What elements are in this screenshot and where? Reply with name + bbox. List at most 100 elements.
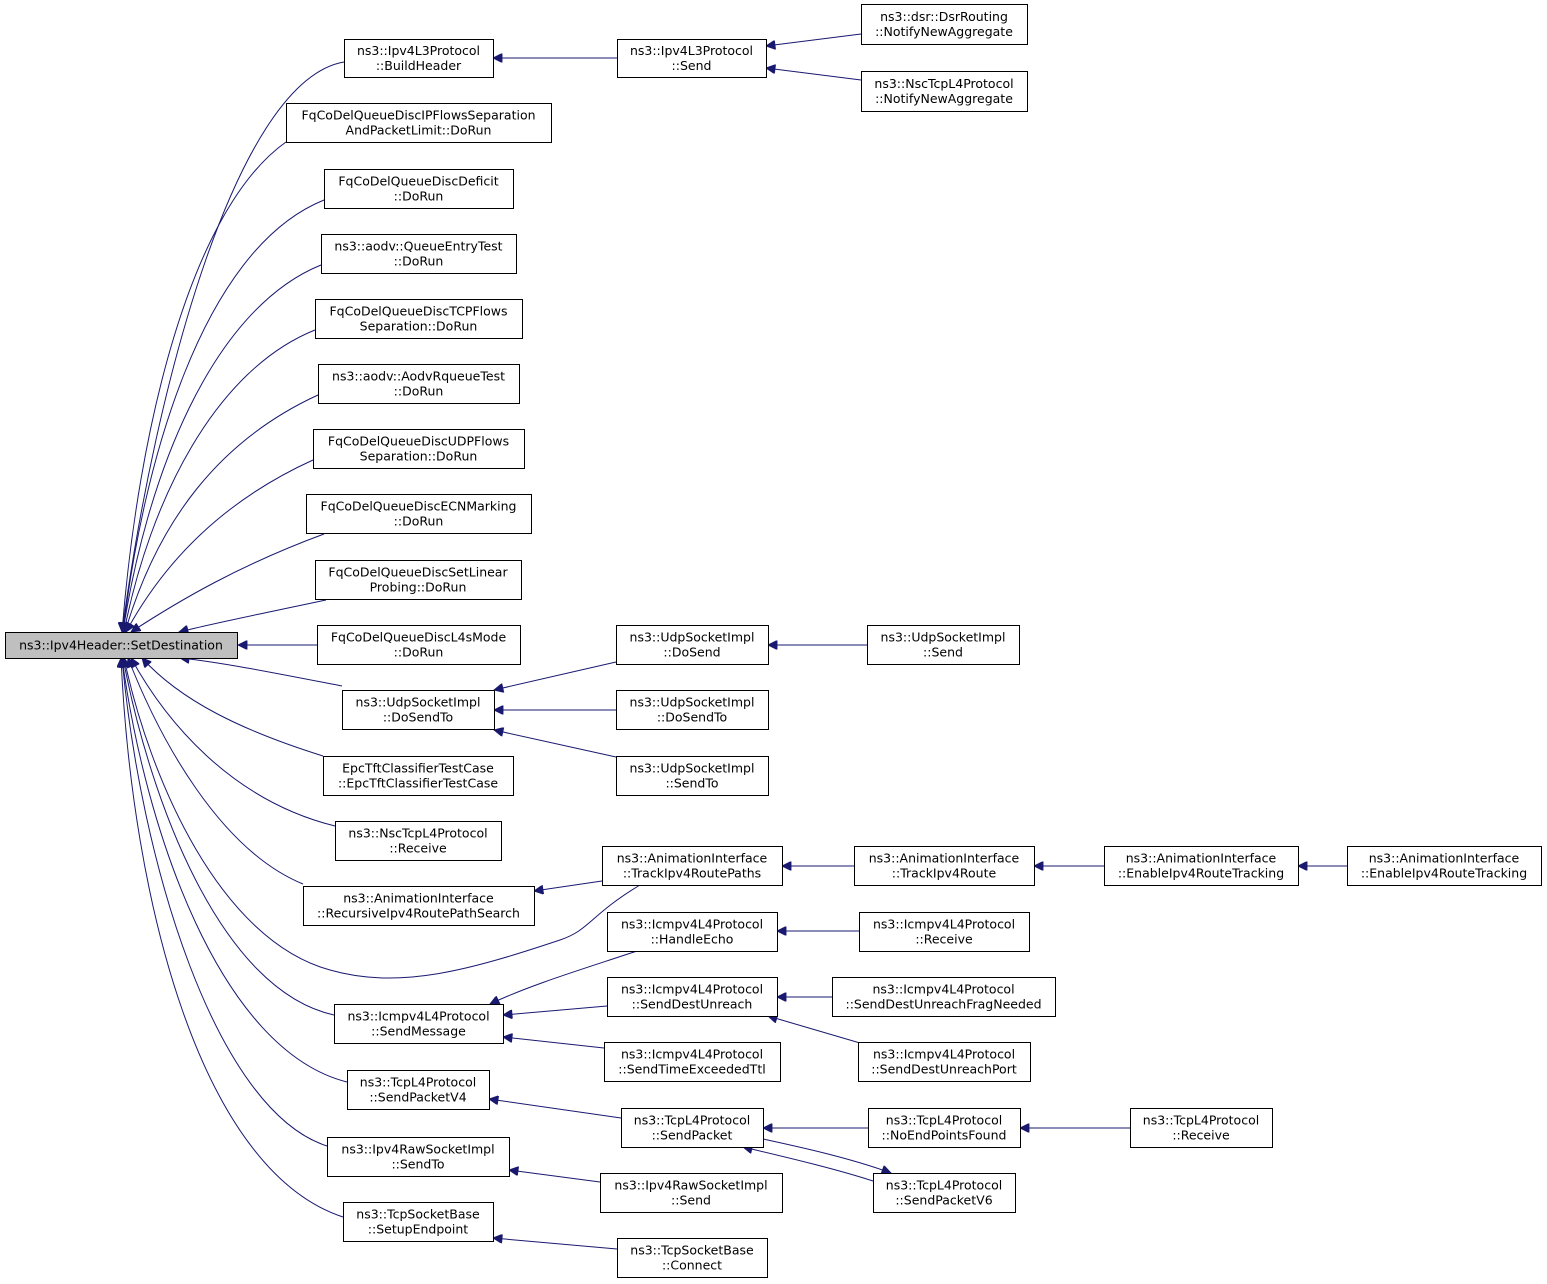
node-tcpsock-connect[interactable]: ns3::TcpSocketBase::Connect [617,1238,768,1278]
node-udp-send[interactable]: ns3::UdpSocketImpl::Send [867,625,1020,665]
node-ipv4-send[interactable]: ns3::Ipv4L3Protocol::Send [617,39,767,78]
node-anim-enable2[interactable]: ns3::AnimationInterface::EnableIpv4Route… [1347,846,1542,886]
node-label-line: ns3::TcpSocketBase [630,1243,754,1258]
node-icmp-unreachport[interactable]: ns3::Icmpv4L4Protocol::SendDestUnreachPo… [858,1042,1031,1082]
node-raw-sendto[interactable]: ns3::Ipv4RawSocketImpl::SendTo [327,1137,510,1177]
node-root[interactable]: ns3::Ipv4Header::SetDestination [5,632,238,659]
node-label-line: ::EnableIpv4RouteTracking [1361,866,1527,881]
node-aodv-queueentry[interactable]: ns3::aodv::QueueEntryTest::DoRun [321,234,517,274]
node-label-line: FqCoDelQueueDiscTCPFlows [329,304,507,319]
node-box [616,756,769,796]
edges-layer [121,33,1347,1250]
node-box [1347,846,1542,886]
node-label-line: ::SendDestUnreach [632,997,753,1012]
node-label-line: ::DoSend [663,645,720,660]
node-box [344,39,494,78]
node-label-line: ::TrackIpv4RoutePaths [623,866,761,881]
edge-udp_dosend-to-udp_dosendto [494,661,617,690]
node-tcp-noendpoints[interactable]: ns3::TcpL4Protocol::NoEndPointsFound [868,1108,1021,1148]
node-label-line: ns3::Icmpv4L4Protocol [621,982,763,997]
node-aodv-rqueue[interactable]: ns3::aodv::AodvRqueueTest::DoRun [318,364,520,404]
node-label-line: FqCoDelQueueDiscUDPFlows [328,434,509,449]
node-fq-tcpflows[interactable]: FqCoDelQueueDiscTCPFlowsSeparation::DoRu… [315,299,523,339]
node-box [621,1108,764,1148]
node-label-line: ns3::TcpL4Protocol [634,1113,750,1128]
edge-aodv_rqueue-to-root [125,394,319,632]
node-label-line: ns3::UdpSocketImpl [356,695,481,710]
node-fq-udpflows[interactable]: FqCoDelQueueDiscUDPFlowsSeparation::DoRu… [313,429,525,469]
node-label-line: ns3::aodv::AodvRqueueTest [332,369,505,384]
node-label-line: ::Send [672,58,712,73]
node-box [343,1202,494,1242]
node-anim-trackpaths[interactable]: ns3::AnimationInterface::TrackIpv4RouteP… [602,846,783,886]
node-label-line: ::DoRun [394,254,444,269]
node-label-line: ::EpcTftClassifierTestCase [338,776,498,791]
edge-udp_sendto-to-udp_dosendto [494,730,617,758]
node-label-line: ns3::Ipv4RawSocketImpl [614,1178,767,1193]
node-box [873,1173,1016,1213]
node-box [832,977,1056,1017]
node-ipv4-buildheader[interactable]: ns3::Ipv4L3Protocol::BuildHeader [344,39,494,78]
node-tcp-receive[interactable]: ns3::TcpL4Protocol::Receive [1130,1108,1273,1148]
node-label-line: ns3::TcpL4Protocol [886,1113,1002,1128]
node-box [617,1238,768,1278]
node-tcp-sendpacket[interactable]: ns3::TcpL4Protocol::SendPacket [621,1108,764,1148]
edge-icmp_timeexceeded-to-icmp_sendmessage [503,1037,605,1049]
node-label-line: ns3::Ipv4Header::SetDestination [19,638,223,653]
node-box [868,1108,1021,1148]
node-icmp-handleecho[interactable]: ns3::Icmpv4L4Protocol::HandleEcho [607,912,778,952]
edge-tcpsock_connect-to-tcpsock_setup [493,1238,618,1250]
node-box [286,103,552,143]
node-raw-send[interactable]: ns3::Ipv4RawSocketImpl::Send [600,1173,783,1213]
node-udp-dosend[interactable]: ns3::UdpSocketImpl::DoSend [616,625,769,665]
edge-tcp_sendpacketv6-to-tcp_sendpacket [743,1147,877,1183]
node-box [315,560,522,600]
node-box [315,299,523,339]
node-icmp-fragneeded[interactable]: ns3::Icmpv4L4Protocol::SendDestUnreachFr… [832,977,1056,1017]
node-icmp-destunreach[interactable]: ns3::Icmpv4L4Protocol::SendDestUnreach [607,977,778,1017]
node-udp-dosendto2[interactable]: ns3::UdpSocketImpl::DoSendTo [616,690,769,730]
node-nsc-receive[interactable]: ns3::NscTcpL4Protocol::Receive [335,821,502,861]
edge-raw_send-to-raw_sendto [509,1170,601,1183]
node-icmp-receive[interactable]: ns3::Icmpv4L4Protocol::Receive [859,912,1030,952]
node-fq-ipflows[interactable]: FqCoDelQueueDiscIPFlowsSeparationAndPack… [286,103,552,143]
node-fq-ecn[interactable]: FqCoDelQueueDiscECNMarking::DoRun [306,494,532,534]
node-label-line: ns3::Icmpv4L4Protocol [347,1009,489,1024]
node-label-line: ::SendTo [665,776,718,791]
node-tcp-sendpacketv4[interactable]: ns3::TcpL4Protocol::SendPacketV4 [347,1070,490,1110]
node-nsc-notify[interactable]: ns3::NscTcpL4Protocol::NotifyNewAggregat… [861,71,1028,112]
node-label-line: ::SendDestUnreachPort [871,1062,1017,1077]
node-label-line: ::SendTimeExceededTtl [618,1062,765,1077]
node-anim-enable1[interactable]: ns3::AnimationInterface::EnableIpv4Route… [1104,846,1299,886]
node-box [854,846,1035,886]
node-label-line: ns3::AnimationInterface [343,891,494,906]
node-label-line: ns3::NscTcpL4Protocol [874,76,1013,91]
node-label-line: FqCoDelQueueDiscL4sMode [331,630,507,645]
node-label-line: ::Send [671,1193,711,1208]
node-box [607,977,778,1017]
node-label-line: ::RecursiveIpv4RoutePathSearch [317,906,520,921]
node-icmp-timeexceeded[interactable]: ns3::Icmpv4L4Protocol::SendTimeExceededT… [604,1042,781,1082]
node-box [607,912,778,952]
node-tcp-sendpacketv6[interactable]: ns3::TcpL4Protocol::SendPacketV6 [873,1173,1016,1213]
node-udp-dosendto[interactable]: ns3::UdpSocketImpl::DoSendTo [342,690,495,730]
node-box [342,690,495,730]
node-anim-trackroute[interactable]: ns3::AnimationInterface::TrackIpv4Route [854,846,1035,886]
node-box [604,1042,781,1082]
edge-anim_trackpaths-to-anim_recursive [534,880,603,891]
node-icmp-sendmessage[interactable]: ns3::Icmpv4L4Protocol::SendMessage [334,1004,504,1044]
node-label-line: ns3::TcpL4Protocol [1143,1113,1259,1128]
node-tcpsock-setup[interactable]: ns3::TcpSocketBase::SetupEndpoint [343,1202,494,1242]
node-label-line: FqCoDelQueueDiscIPFlowsSeparation [301,108,535,123]
node-label-line: ::DoSendTo [383,710,453,725]
node-fq-l4s[interactable]: FqCoDelQueueDiscL4sMode::DoRun [317,625,521,665]
node-box [317,625,521,665]
node-fq-deficit[interactable]: FqCoDelQueueDiscDeficit::DoRun [324,169,514,209]
node-udp-sendto[interactable]: ns3::UdpSocketImpl::SendTo [616,756,769,796]
node-dsr-notify[interactable]: ns3::dsr::DsrRouting::NotifyNewAggregate [861,4,1028,45]
node-box [858,1042,1031,1082]
node-epc-tft[interactable]: EpcTftClassifierTestCase::EpcTftClassifi… [323,756,514,796]
node-anim-recursive[interactable]: ns3::AnimationInterface::RecursiveIpv4Ro… [303,886,535,926]
